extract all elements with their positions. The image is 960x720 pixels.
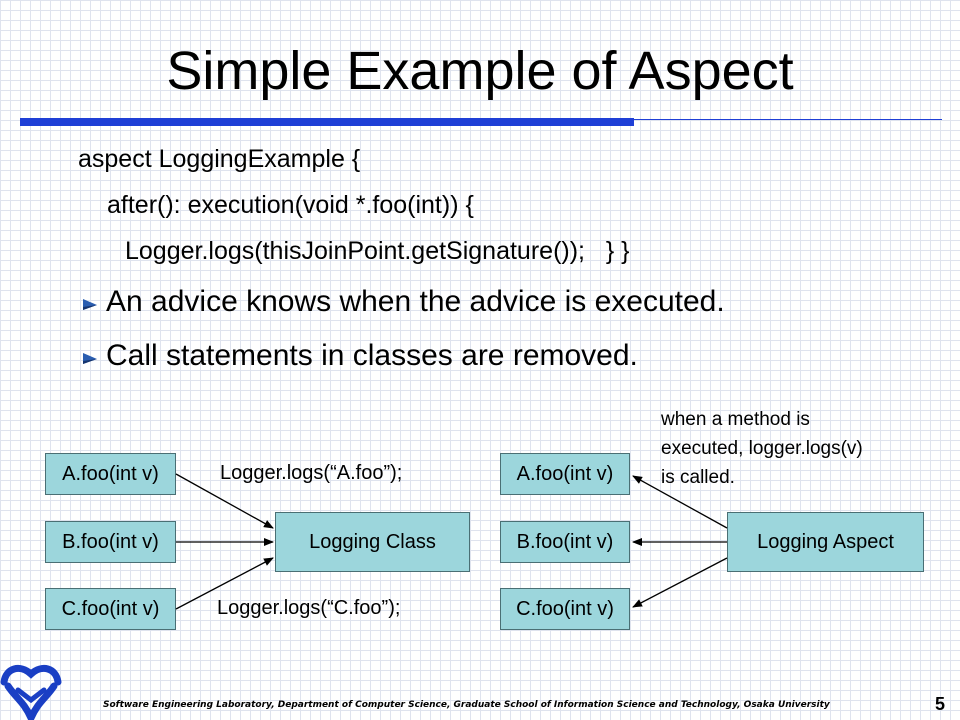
call-label-bottom: Logger.logs(“C.foo”);	[217, 597, 401, 619]
code-line-3: Logger.logs(thisJoinPoint.getSignature()…	[125, 237, 630, 265]
bullet-arrow-icon	[83, 353, 97, 364]
bullet-1: An advice knows when the advice is execu…	[106, 285, 725, 318]
logging-aspect-box: Logging Aspect	[727, 512, 924, 572]
bullet-2: Call statements in classes are removed.	[106, 339, 638, 372]
code-line-1: aspect LoggingExample {	[78, 145, 361, 173]
title-rule-thick	[20, 118, 634, 126]
page-number: 5	[935, 694, 946, 714]
title-rule-thin	[634, 119, 942, 120]
slide-title: Simple Example of Aspect	[166, 41, 794, 101]
footer-text: Software Engineering Laboratory, Departm…	[103, 700, 830, 710]
call-label-top: Logger.logs(“A.foo”);	[220, 462, 403, 484]
arrow-a-to-class	[175, 473, 274, 529]
left-method-c: C.foo(int v)	[45, 588, 176, 630]
right-method-a: A.foo(int v)	[500, 453, 630, 495]
logging-class-box: Logging Class	[275, 512, 470, 572]
left-method-b: B.foo(int v)	[45, 521, 176, 563]
arrow-c-to-class	[175, 557, 274, 610]
university-logo-icon	[0, 664, 62, 720]
arrow-aspect-to-a	[632, 475, 728, 529]
right-method-c: C.foo(int v)	[500, 588, 630, 630]
aspect-note: when a method is executed, logger.logs(v…	[661, 409, 863, 488]
code-line-2: after(): execution(void *.foo(int)) {	[107, 191, 474, 219]
right-method-b: B.foo(int v)	[500, 521, 630, 563]
left-method-a: A.foo(int v)	[45, 453, 176, 495]
bullet-arrow-icon	[83, 299, 97, 310]
arrow-aspect-to-c	[632, 557, 728, 608]
